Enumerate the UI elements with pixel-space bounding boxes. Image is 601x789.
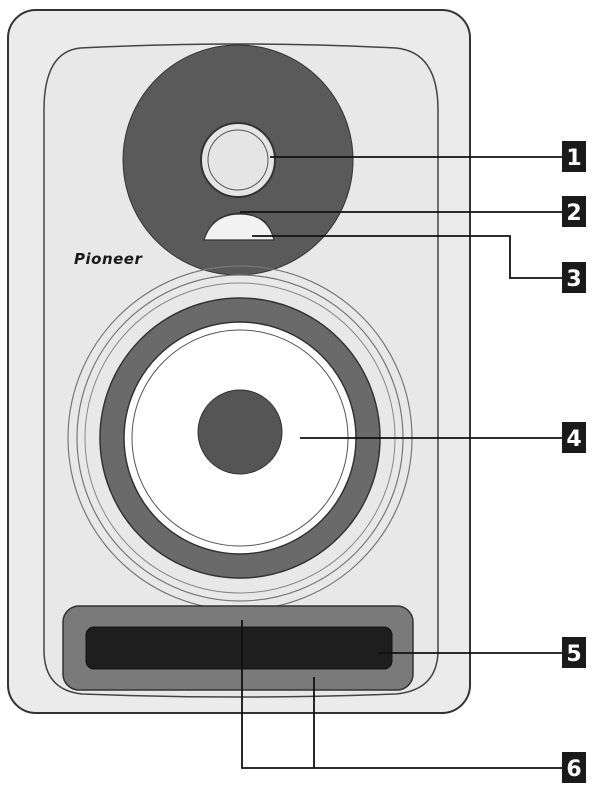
callout-2-box [562, 196, 586, 227]
tweeter-dome [200, 122, 276, 198]
callout-6: 6 [562, 752, 586, 783]
leader-lines [240, 156, 562, 769]
callout-5-label: 5 [566, 642, 581, 667]
callout-2: 2 [562, 196, 586, 227]
tweeter-dome-ring [207, 129, 269, 191]
callout-3-label: 3 [566, 267, 581, 292]
callout-6-label: 6 [566, 757, 581, 782]
callout-1-label: 1 [566, 146, 581, 171]
callout-5-box [562, 637, 586, 668]
leader-line-6 [241, 620, 562, 769]
callout-6-box [562, 752, 586, 783]
bass-port-opening [85, 626, 393, 670]
callout-2-label: 2 [566, 201, 581, 226]
callout-4-box [562, 422, 586, 453]
callout-4: 4 [562, 422, 586, 453]
callout-4-label: 4 [566, 427, 581, 452]
leader-line-3 [252, 235, 562, 279]
callout-3: 3 [562, 262, 586, 293]
callout-1-box [562, 141, 586, 172]
woofer-dust-cap [197, 389, 283, 475]
logo-indicator [203, 213, 275, 241]
callout-1: 1 [562, 141, 586, 172]
callout-5: 5 [562, 637, 586, 668]
brand-logo: Pioneer [74, 250, 143, 268]
callout-3-box [562, 262, 586, 293]
